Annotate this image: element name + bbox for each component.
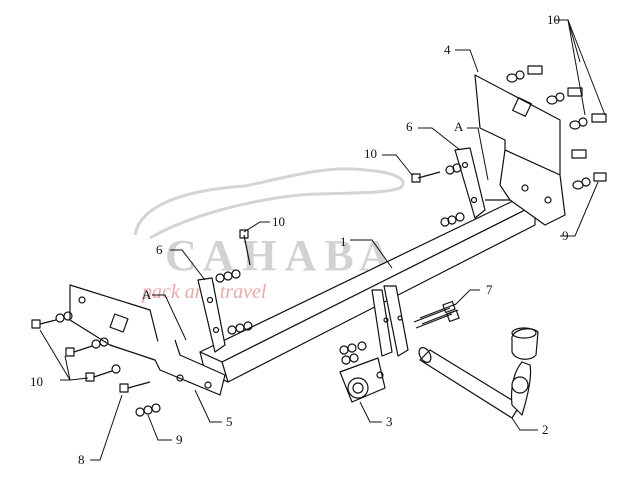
- label-part-6-right: 6: [406, 119, 413, 134]
- leader-lines: [39, 19, 606, 461]
- callout-labels: 1 2 3 4 5 6 6 7 8 9 9 10 10 10 10 A A: [30, 12, 569, 467]
- hardware-upper: [215, 229, 253, 335]
- label-part-4: 4: [444, 42, 451, 57]
- center-hanger: [371, 285, 409, 357]
- label-part-9-right: 9: [562, 228, 569, 243]
- watermark-brand: САНАВА: [165, 231, 399, 280]
- bolt-set: [413, 300, 460, 329]
- label-part-3: 3: [386, 414, 393, 429]
- bracket-left: [69, 284, 226, 396]
- label-mark-a-left: A: [142, 287, 152, 302]
- side-plate-left: [197, 277, 226, 353]
- socket-plate: [339, 357, 386, 403]
- hardware-center: [339, 341, 367, 365]
- label-part-9-left: 9: [176, 432, 183, 447]
- hardware-left: [31, 311, 161, 417]
- label-part-10-upper: 10: [272, 214, 285, 229]
- label-part-8: 8: [78, 452, 85, 467]
- bracket-right: [474, 74, 566, 226]
- label-mark-a-right: A: [454, 119, 464, 134]
- watermark-car-outline: [133, 167, 405, 240]
- label-part-1: 1: [340, 234, 347, 249]
- watermark: САНАВА pack and travel: [133, 167, 405, 303]
- label-part-10-mid: 10: [364, 146, 377, 161]
- label-part-6-left: 6: [156, 242, 163, 257]
- label-part-7: 7: [486, 282, 493, 297]
- label-part-10-top-right: 10: [547, 12, 560, 27]
- label-part-10-left: 10: [30, 374, 43, 389]
- ball-hitch: [418, 327, 539, 419]
- label-part-5: 5: [226, 414, 233, 429]
- label-part-2: 2: [542, 422, 549, 437]
- side-plate-right: [454, 147, 486, 219]
- hardware-top-right: [506, 65, 607, 190]
- hardware-mid: [411, 163, 465, 227]
